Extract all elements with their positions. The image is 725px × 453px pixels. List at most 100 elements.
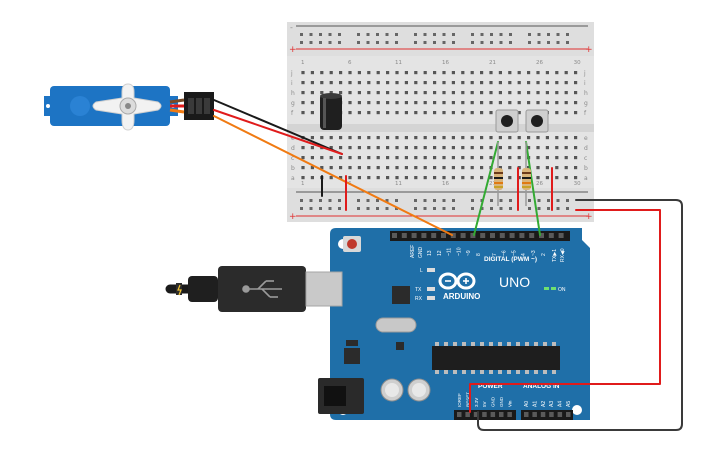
header-pin[interactable] (499, 233, 505, 238)
header-pin[interactable] (548, 233, 554, 238)
terminal-hole (545, 71, 549, 75)
header-pin[interactable] (411, 233, 417, 238)
terminal-hole (442, 91, 446, 95)
header-pin[interactable] (470, 233, 476, 238)
voltage-regulator-tab (346, 340, 358, 346)
header-pin[interactable] (557, 412, 563, 417)
rail-hole (309, 207, 313, 210)
header-pin[interactable] (465, 412, 470, 417)
rail-hole (452, 207, 455, 210)
terminal-hole (376, 136, 380, 140)
header-pin[interactable] (566, 412, 571, 417)
rail-hole (423, 199, 427, 202)
header-pin[interactable] (558, 233, 564, 238)
header-pin[interactable] (480, 233, 486, 238)
rail-hole (537, 33, 541, 36)
header-pin[interactable] (392, 233, 397, 238)
header-pin[interactable] (460, 233, 466, 238)
chip-pin (444, 342, 448, 346)
pushbutton-1[interactable] (495, 109, 519, 133)
terminal-hole (574, 91, 578, 95)
terminal-hole (470, 156, 474, 160)
row-label: e (291, 135, 295, 142)
rail-hole (376, 33, 379, 36)
digital-pin-label: ~6 (502, 250, 508, 256)
terminal-hole (555, 101, 559, 105)
pushbutton-2[interactable] (525, 109, 549, 133)
terminal-hole (301, 156, 305, 160)
terminal-hole (433, 101, 437, 105)
terminal-hole (367, 166, 371, 170)
terminal-hole (498, 71, 502, 75)
header-pin[interactable] (509, 233, 515, 238)
header-pin[interactable] (441, 233, 446, 238)
header-pin[interactable] (401, 233, 407, 238)
header-pin[interactable] (431, 233, 437, 238)
terminal-hole (536, 146, 540, 150)
column-label: 30 (574, 181, 581, 187)
power-jack-inner (324, 386, 346, 406)
header-pin[interactable] (549, 412, 554, 417)
header-pin[interactable] (540, 412, 546, 417)
terminal-hole (329, 176, 333, 180)
terminal-hole (404, 146, 408, 150)
power-pin-label: GND (491, 396, 496, 407)
header-pin[interactable] (490, 233, 495, 238)
terminal-hole (376, 166, 380, 170)
terminal-hole (414, 136, 418, 140)
usb-plug-metal (305, 271, 343, 307)
resistor-2 (522, 142, 531, 206)
digital-header (390, 231, 570, 241)
terminal-hole (414, 81, 418, 85)
servo-gear-bump (70, 96, 90, 116)
terminal-hole (404, 176, 408, 180)
terminal-hole (574, 166, 578, 170)
terminal-hole (574, 146, 578, 150)
header-pin[interactable] (450, 233, 456, 238)
terminal-hole (517, 146, 521, 150)
header-pin[interactable] (473, 412, 479, 417)
header-pin[interactable] (457, 412, 462, 417)
terminal-hole (357, 101, 361, 105)
terminal-hole (423, 136, 427, 140)
terminal-hole (564, 146, 568, 150)
header-pin[interactable] (532, 412, 537, 417)
rail-hole (433, 33, 436, 36)
chip-pin (543, 370, 547, 374)
digital-pin-label: 7 (492, 253, 498, 256)
column-label: 11 (395, 181, 402, 187)
rail-hole (547, 33, 550, 36)
terminal-hole (367, 71, 371, 75)
terminal-hole (480, 176, 484, 180)
terminal-hole (461, 111, 465, 115)
tx-led (427, 287, 435, 291)
terminal-hole (470, 146, 474, 150)
reset-button-cap[interactable] (347, 239, 357, 249)
header-pin[interactable] (421, 233, 427, 238)
header-pin[interactable] (490, 412, 496, 417)
column-label: 16 (442, 181, 449, 187)
row-label: a (584, 175, 588, 182)
servo-motor (44, 83, 214, 131)
column-label: 26 (536, 181, 543, 187)
terminal-hole (404, 91, 408, 95)
header-pin[interactable] (482, 412, 487, 417)
rail-hole (338, 41, 341, 44)
terminal-hole (442, 81, 446, 85)
terminal-hole (442, 166, 446, 170)
header-pin[interactable] (519, 233, 525, 238)
chip-pin (480, 370, 484, 374)
rail-hole (556, 33, 560, 36)
row-label: b (291, 165, 295, 172)
header-pin[interactable] (524, 412, 529, 417)
header-pin[interactable] (529, 233, 535, 238)
small-component (396, 342, 404, 350)
rail-hole (452, 33, 455, 36)
rail-hole (528, 41, 531, 44)
digital-pin-label: 4 (521, 253, 527, 256)
header-pin[interactable] (507, 412, 512, 417)
header-pin[interactable] (539, 233, 544, 238)
wire-gnd-to-rail (477, 199, 683, 431)
header-pin[interactable] (499, 412, 504, 417)
